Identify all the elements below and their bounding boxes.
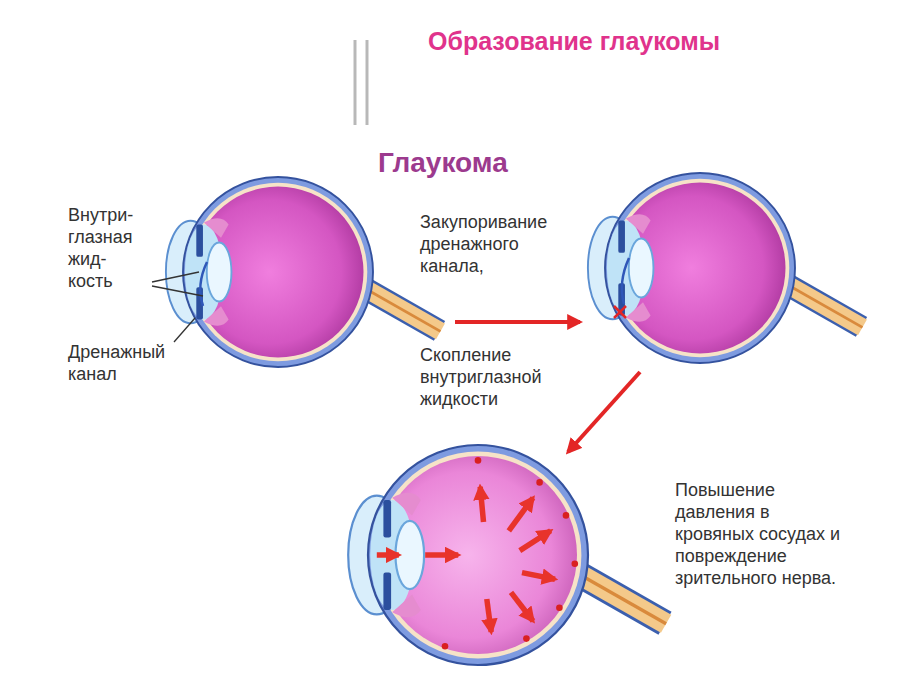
- part-label: Дренажный канал: [68, 342, 180, 386]
- step-note: Скопление внутриглазной жидкости: [420, 345, 570, 411]
- part-label: Внутри- глазная жид- кость: [68, 205, 150, 293]
- step-note: Закупоривание дренажного канала,: [420, 212, 578, 278]
- eye-glaucoma: [348, 445, 666, 665]
- pressure-arrows: [377, 457, 578, 649]
- fluid-flow: [622, 258, 629, 304]
- eye-blocked: [588, 173, 863, 363]
- blockage-mark: [614, 306, 626, 318]
- eye-normal: [166, 177, 441, 367]
- page-title: Образование глаукомы: [428, 26, 720, 57]
- result-note: Повышение давления в кровяных сосудах и …: [675, 480, 843, 590]
- fluid-flow: [200, 262, 207, 306]
- stage-arrow: [455, 320, 580, 324]
- stage-arrow: [568, 372, 640, 452]
- leader-lines: [152, 272, 203, 342]
- divider-lines: [355, 40, 367, 125]
- diagram-heading: Глаукома: [378, 146, 508, 180]
